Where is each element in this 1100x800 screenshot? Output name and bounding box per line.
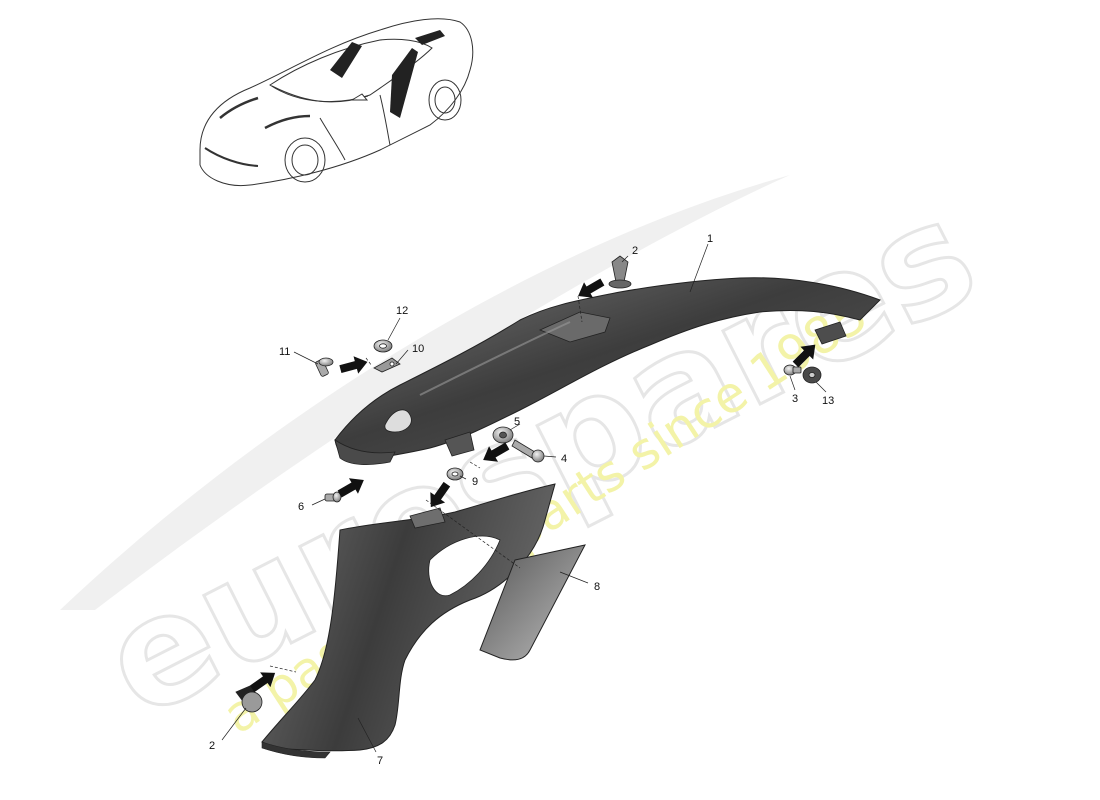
leader-9	[459, 475, 467, 480]
callout-1: 1	[707, 233, 713, 245]
arrow-part-6	[337, 478, 364, 498]
alignment-line-5	[269, 665, 297, 673]
leader-5	[509, 423, 521, 431]
callout-5: 5	[514, 416, 520, 428]
part-1-top-bracket	[538, 311, 611, 343]
leader-6	[311, 498, 326, 506]
alignment-line-1	[577, 295, 583, 323]
car-front-rim	[291, 144, 319, 176]
part-9-washer	[446, 467, 464, 481]
watermark: eurospares a passion for parts since 198…	[60, 165, 1003, 754]
leader-12	[387, 317, 401, 341]
car-highlighted-pillar-a	[330, 42, 362, 78]
part-12-washer	[373, 339, 393, 353]
part-11-screw	[315, 357, 334, 377]
car-hood-vents	[219, 96, 311, 130]
car-door-line	[319, 94, 391, 161]
leader-3	[789, 375, 796, 391]
part-1-upper-pillar-trim	[334, 277, 881, 466]
car-front-wheel	[284, 137, 326, 183]
vehicle-location-thumbnail	[199, 18, 474, 187]
part-7-window-opening	[428, 535, 501, 597]
callout-2-lower: 2	[209, 740, 215, 752]
alignment-line-2	[365, 357, 373, 367]
callout-12: 12	[396, 305, 408, 317]
callout-10: 10	[412, 343, 424, 355]
arrow-part-9	[430, 481, 451, 508]
callout-6: 6	[298, 501, 304, 513]
callout-4: 4	[561, 453, 567, 465]
car-highlighted-rear-trim	[415, 30, 445, 45]
part-3-screw	[783, 364, 802, 376]
arrow-part-2-upper	[578, 278, 605, 298]
callout-2-upper: 2	[632, 245, 638, 257]
car-mirror	[350, 93, 369, 101]
part-7-lower-quarter-trim	[261, 483, 556, 759]
part-1-shape	[334, 277, 881, 463]
car-rear-wheel	[428, 79, 462, 121]
installation-arrows	[249, 278, 816, 693]
part-2-clip-lower	[235, 685, 263, 713]
part-8-shape	[479, 544, 586, 661]
part-1-clip-mount	[444, 431, 475, 457]
leader-8	[559, 571, 589, 584]
callout-labels: 1 2 2 3 4 5 6 7 8 9 10 11 12 13	[209, 233, 834, 767]
part-8-side-panel	[479, 544, 586, 661]
callout-9: 9	[472, 476, 478, 488]
leader-1	[689, 243, 709, 293]
part-4-bolt	[511, 439, 545, 463]
car-rear-rim	[434, 86, 456, 114]
part-6-screw	[324, 491, 342, 503]
callout-13: 13	[822, 395, 834, 407]
part-1-cutout	[384, 409, 412, 433]
leader-2b	[221, 707, 247, 741]
arrow-part-10	[339, 356, 368, 374]
leader-7	[357, 717, 377, 753]
callout-7: 7	[377, 755, 383, 767]
leader-4	[543, 455, 557, 458]
leader-2a	[621, 255, 629, 263]
alignment-line-4	[469, 461, 481, 469]
arrow-part-4	[483, 442, 510, 462]
car-highlighted-pillar-b	[390, 48, 418, 118]
watermark-swoosh	[60, 175, 790, 610]
part-5-washer	[492, 426, 514, 444]
part-10-bracket	[373, 357, 401, 373]
callout-11: 11	[279, 346, 290, 358]
part-1-end-tab	[814, 321, 847, 345]
part-2-clip-upper	[608, 255, 632, 289]
part-13-washer	[802, 366, 822, 384]
part-1-lower-lip	[334, 439, 396, 466]
part-7-bottom-flange	[261, 741, 331, 759]
part-1-highlight	[419, 321, 571, 396]
part-7-top-bracket	[409, 507, 446, 529]
alignment-line-3	[425, 499, 521, 569]
arrow-part-3	[792, 344, 816, 368]
leader-lines	[221, 243, 827, 753]
car-grille	[204, 147, 259, 167]
arrow-part-2-lower	[249, 672, 276, 693]
callout-8: 8	[594, 581, 600, 593]
callout-3: 3	[792, 393, 798, 405]
leader-11	[293, 351, 319, 365]
leader-13	[815, 381, 827, 393]
fasteners	[235, 255, 822, 713]
leader-10	[395, 349, 409, 365]
